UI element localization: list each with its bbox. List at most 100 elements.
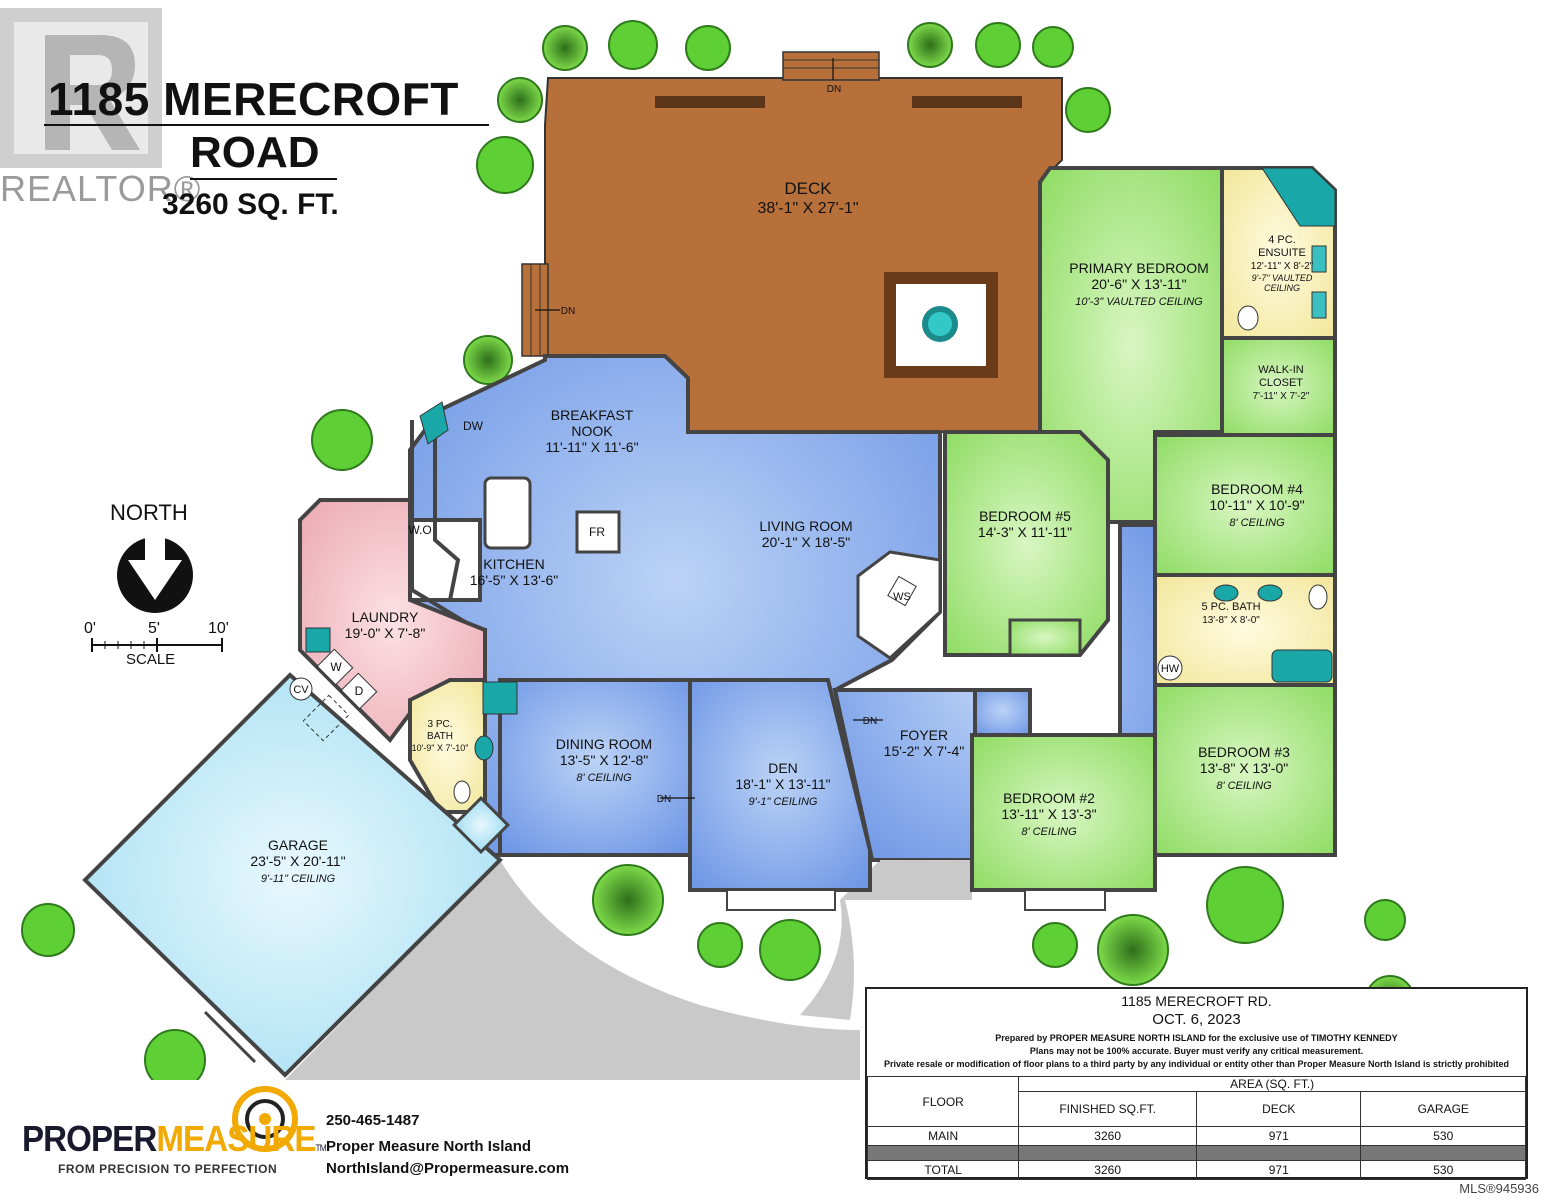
info-date: OCT. 6, 2023 xyxy=(1152,1011,1241,1028)
area-table: FLOOR AREA (SQ. FT.) FINISHED SQ.FT. DEC… xyxy=(866,1076,1526,1180)
scale-bar xyxy=(91,638,223,652)
row-main-garage: 530 xyxy=(1360,1126,1526,1146)
ensuite-name: 4 PC. xyxy=(1268,234,1296,246)
row-total-deck: 971 xyxy=(1195,1160,1362,1180)
col-floor: FLOOR xyxy=(866,1076,1020,1127)
tree-icon xyxy=(1065,87,1111,133)
washer xyxy=(316,648,354,686)
den-ceiling: 9'-1" CEILING xyxy=(749,796,818,808)
wood-stove xyxy=(856,550,942,660)
tub-ensuite xyxy=(1261,167,1336,227)
dishwasher-label: DW xyxy=(463,419,484,433)
info-accuracy: Plans may not be 100% accurate. Buyer mu… xyxy=(1029,1046,1364,1056)
kitchen-counter xyxy=(410,412,461,602)
title-line-1: 1185 MERECROFT xyxy=(48,73,459,125)
front-step xyxy=(880,860,972,900)
garage-window-1 xyxy=(138,773,192,827)
garage-window-2 xyxy=(348,958,402,1012)
info-panel: 1185 MERECROFT RD. OCT. 6, 2023 Prepared… xyxy=(865,987,1528,1180)
tree-icon xyxy=(1032,922,1078,968)
cv-circle xyxy=(289,677,313,701)
kitchen-name: KITCHEN xyxy=(483,556,544,572)
bedroom-2-window xyxy=(1024,889,1106,911)
hot-water-tank xyxy=(1157,655,1183,681)
bed2-name: BEDROOM #2 xyxy=(1003,790,1095,806)
garage-name: GARAGE xyxy=(268,837,328,853)
tree-icon xyxy=(542,25,588,71)
landscaping xyxy=(21,20,1415,1091)
sink-bath3 xyxy=(474,735,494,761)
tree-icon xyxy=(1097,914,1169,986)
sink-ensuite-1 xyxy=(1311,245,1327,273)
driveway xyxy=(285,860,860,1080)
col-finished: FINISHED SQ.FT. xyxy=(1018,1091,1197,1127)
total-area: 3260 SQ. FT. xyxy=(162,188,339,221)
row-total-floor: TOTAL xyxy=(866,1160,1020,1180)
wood-stove-box xyxy=(887,575,917,607)
garage-ceiling: 9'-11" CEILING xyxy=(261,873,336,885)
north-label: NORTH xyxy=(110,500,188,525)
tree-icon xyxy=(1032,26,1074,68)
nook-name: NOOK xyxy=(571,423,613,439)
walkin-dims: 7'-11" X 7'-2" xyxy=(1253,391,1310,402)
scale-tick-5: 5' xyxy=(148,620,160,637)
logo-tm: TM xyxy=(315,1143,327,1153)
garage-door xyxy=(203,1010,257,1064)
scale-tick-10: 10' xyxy=(208,620,229,637)
bed4-ceiling: 8' CEILING xyxy=(1229,517,1285,529)
dining-ceiling: 8' CEILING xyxy=(576,772,632,784)
deck-dims: 38'-1" X 27'-1" xyxy=(757,200,858,217)
deck-area xyxy=(521,51,1063,433)
dining-name: DINING ROOM xyxy=(556,736,652,752)
laundry-dims: 19'-0" X 7'-8" xyxy=(345,625,426,641)
kitchen-island xyxy=(483,476,532,550)
bedroom-5-closet xyxy=(1008,618,1082,657)
logo-phone: 250-465-1487 xyxy=(326,1112,420,1129)
hot-water-label: HW xyxy=(1161,663,1180,675)
dn-side-label: DN xyxy=(561,306,575,317)
laundry-sink xyxy=(305,627,331,653)
dn-den-label: DN xyxy=(657,794,671,805)
tub-bath5 xyxy=(1271,649,1333,683)
logo-email: NorthIsland@Propermeasure.com xyxy=(326,1160,570,1177)
title-line-2: ROAD xyxy=(190,128,320,177)
bed2-ceiling: 8' CEILING xyxy=(1021,826,1077,838)
living-name: LIVING ROOM xyxy=(759,518,852,534)
primary-ceiling: 10'-3" VAULTED CEILING xyxy=(1075,296,1203,308)
woodstove-label: WS xyxy=(893,591,911,603)
bedroom-4-area xyxy=(1153,433,1337,577)
fireplace xyxy=(575,510,621,554)
realtor-logo xyxy=(0,8,162,168)
ensuite-ceiling: CEILING xyxy=(1264,283,1300,293)
garage-area xyxy=(82,672,503,1078)
washer-label: W xyxy=(330,660,342,674)
bedroom-2-area xyxy=(970,733,1157,892)
row-main-floor: MAIN xyxy=(866,1126,1020,1146)
walkin-name: WALK-IN xyxy=(1258,364,1303,376)
walkin-name: CLOSET xyxy=(1259,377,1303,389)
logo-company: Proper Measure North Island xyxy=(326,1138,532,1155)
bed3-name: BEDROOM #3 xyxy=(1198,744,1290,760)
proper-measure-logo: PROPERMEASURETM FROM PRECISION TO PERFEC… xyxy=(0,1080,575,1200)
title-rule-2 xyxy=(190,178,337,180)
dryer xyxy=(340,672,378,710)
mls-number: MLS®945936 xyxy=(1459,1181,1539,1196)
foyer-dims: 15'-2" X 7'-4" xyxy=(884,743,965,759)
info-prepared: Prepared by PROPER MEASURE NORTH ISLAND … xyxy=(995,1033,1398,1043)
bed3-ceiling: 8' CEILING xyxy=(1216,780,1272,792)
foyer-closet xyxy=(973,688,1032,737)
logo-brand: PROPERMEASURETM xyxy=(22,1118,327,1160)
col-deck: DECK xyxy=(1195,1091,1362,1127)
table-spacer xyxy=(866,1145,1020,1161)
row-main-finished: 3260 xyxy=(1018,1126,1197,1146)
bed4-name: BEDROOM #4 xyxy=(1211,481,1303,497)
tree-icon xyxy=(907,22,953,68)
tree-icon xyxy=(1364,899,1406,941)
realtor-mark: REALTOR® xyxy=(0,168,202,209)
bath3-name: 3 PC. xyxy=(427,719,452,730)
ensuite-dims: 12'-11" X 8'-2" xyxy=(1251,261,1314,272)
bed4-dims: 10'-11" X 10'-9" xyxy=(1209,497,1304,513)
central-vac xyxy=(302,694,350,742)
garage-entry xyxy=(452,796,510,854)
scale-label: SCALE xyxy=(126,651,176,668)
